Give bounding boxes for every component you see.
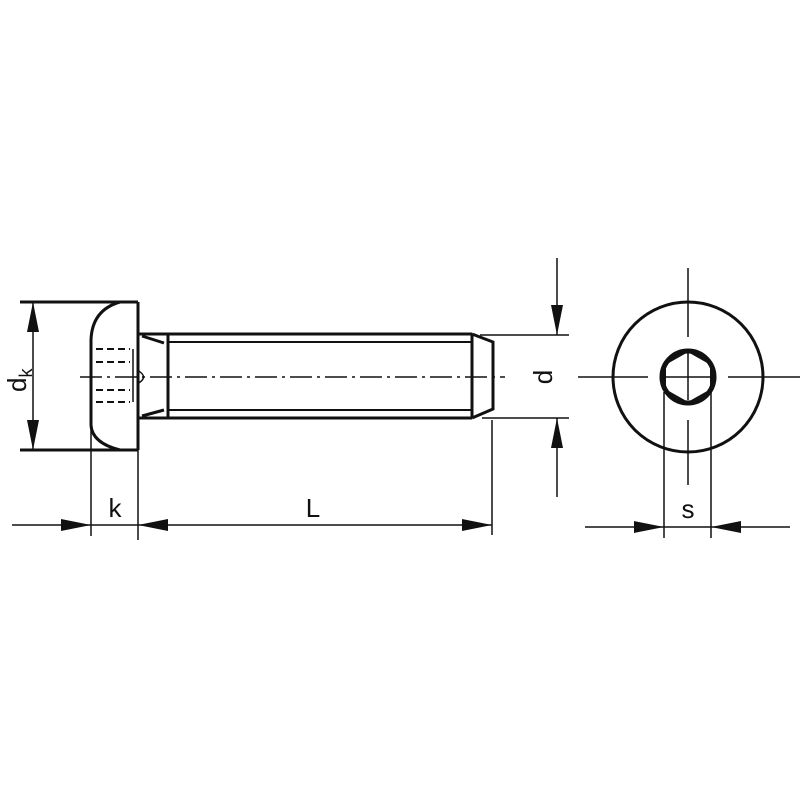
hex-socket-hidden-lines bbox=[96, 348, 145, 403]
hexagon-socket bbox=[664, 349, 712, 405]
dimension-k-and-L: k L bbox=[12, 420, 493, 540]
screw-head-outline bbox=[20, 300, 140, 452]
dimension-d: d bbox=[480, 258, 569, 497]
dimension-label-dk: dk bbox=[2, 368, 36, 392]
side-view bbox=[20, 300, 505, 452]
dimension-label-k: k bbox=[109, 493, 123, 523]
end-view bbox=[578, 268, 800, 485]
thread-minor-lines bbox=[168, 341, 472, 411]
dimension-s: s bbox=[585, 392, 790, 538]
dimension-label-s: s bbox=[682, 494, 695, 524]
dimension-label-d: d bbox=[528, 370, 558, 384]
end-view-center-lines bbox=[578, 268, 800, 485]
dimension-dk: dk bbox=[2, 302, 39, 450]
screw-shank-outline bbox=[138, 332, 495, 420]
dimension-label-L: L bbox=[306, 493, 320, 523]
